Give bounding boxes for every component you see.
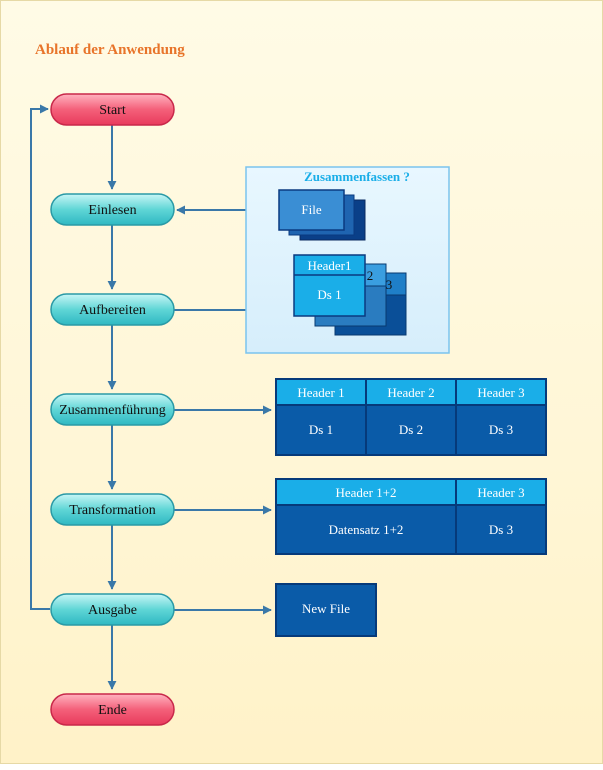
transform-table: Header 1+2 Header 3 Datensatz 1+2 Ds 3: [275, 478, 547, 555]
stack-header-label: Header1: [307, 258, 351, 273]
merge-header-2: Header 2: [387, 385, 434, 400]
transform-header-1: Header 1+2: [335, 485, 396, 500]
step-label: Zusammenführung: [59, 403, 166, 418]
stack-number-3: 3: [386, 277, 393, 292]
stack-number-2: 2: [367, 268, 374, 283]
step-label: Transformation: [69, 503, 156, 518]
transform-cell-2: Ds 3: [489, 522, 513, 537]
step-transformation: Transformation: [50, 493, 175, 526]
output-label: New File: [302, 601, 350, 616]
merge-table: Header 1 Header 2 Header 3 Ds 1 Ds 2 Ds …: [275, 378, 547, 456]
start-node: Start: [50, 93, 175, 126]
end-label: Ende: [98, 703, 127, 718]
stack-record-label: Ds 1: [317, 287, 341, 302]
transform-cell-1: Datensatz 1+2: [329, 522, 404, 537]
merge-cell-1: Ds 1: [309, 422, 333, 437]
step-ausgabe: Ausgabe: [50, 593, 175, 626]
merge-cell-3: Ds 3: [489, 422, 513, 437]
merge-header-1: Header 1: [297, 385, 344, 400]
merge-cell-2: Ds 2: [399, 422, 423, 437]
merge-header-3: Header 3: [477, 385, 524, 400]
step-label: Ausgabe: [88, 603, 137, 618]
transform-header-2: Header 3: [477, 485, 524, 500]
file-stack: File: [278, 189, 366, 241]
flow-connectors: [30, 104, 274, 690]
summary-group: Zusammenfassen ? File 3 2 Header1 Ds 1: [245, 166, 450, 354]
record-stack: 3 2 Header1 Ds 1: [293, 254, 407, 336]
step-label: Einlesen: [88, 203, 136, 218]
group-title: Zusammenfassen ?: [304, 169, 410, 184]
diagram-title: Ablauf der Anwendung: [35, 42, 185, 58]
step-einlesen: Einlesen: [50, 193, 175, 226]
file-label: File: [301, 202, 321, 217]
step-zusammenfuehrung: Zusammenführung: [50, 393, 175, 426]
step-label: Aufbereiten: [79, 303, 146, 318]
start-label: Start: [99, 103, 126, 118]
output-file: New File: [275, 583, 377, 637]
step-aufbereiten: Aufbereiten: [50, 293, 175, 326]
end-node: Ende: [50, 693, 175, 726]
